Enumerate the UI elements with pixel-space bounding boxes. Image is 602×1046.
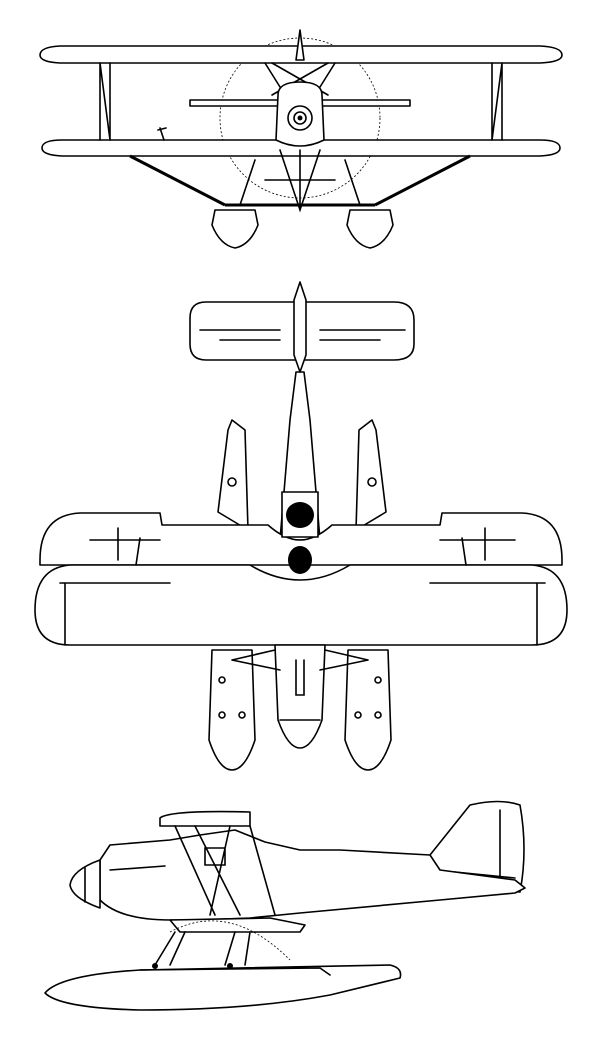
lower-wing-top [34,564,568,646]
right-float-front-top [355,419,387,531]
float-bracing [129,154,471,207]
right-float-top [344,649,392,771]
side-view [44,800,526,1011]
engine-top [288,546,312,574]
pitot [157,127,167,141]
upper-wing-top [39,512,563,566]
left-strut [99,62,111,141]
front-view [39,29,563,249]
float-side [44,964,402,1011]
fuselage-nose-top [274,644,326,749]
right-float-front [346,209,394,249]
fin-front [295,29,305,61]
top-view [34,281,568,771]
left-float-top [208,649,256,771]
cabane-struts [264,62,336,96]
left-float-front-top [217,419,249,531]
left-float-front [211,209,259,249]
pilot-head [286,502,314,528]
upper-wing-side [159,810,251,827]
lower-wing-front [41,139,561,157]
fin-top [293,281,307,373]
right-strut [491,62,503,141]
